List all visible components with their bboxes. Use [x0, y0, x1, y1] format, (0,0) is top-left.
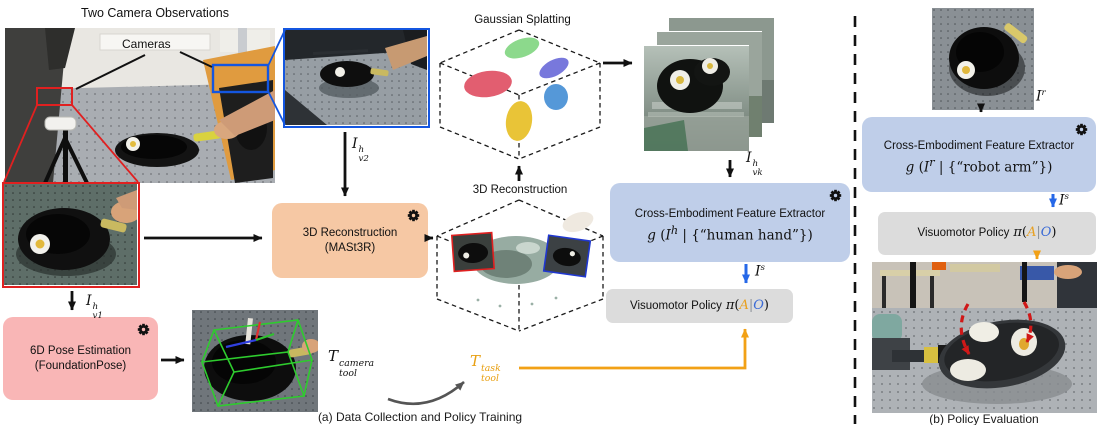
action-symbol: A: [739, 297, 749, 313]
recon-box-line2: (MASt3R): [324, 241, 376, 254]
pi-symbol: π: [725, 297, 735, 313]
i-v1-base: I: [86, 293, 92, 309]
gaussian-splatting-cube: [439, 29, 601, 160]
i-r-base: I: [1036, 88, 1042, 105]
i-vk-sub: vk: [752, 168, 763, 178]
pose-box-line1: 6D Pose Estimation: [30, 345, 131, 358]
caption-panel-b: (b) Policy Evaluation: [929, 412, 1039, 425]
transform-curved-arrow: [387, 381, 465, 406]
gear-icon: [829, 189, 842, 206]
formula-sup: h: [670, 223, 679, 237]
pi-symbol: π: [1013, 225, 1022, 241]
i-r-sup: r: [1041, 88, 1046, 98]
i-vk-sup: h: [752, 158, 759, 169]
visuomotor-policy-box-a: Visuomotor Policy π(A|O): [606, 289, 793, 323]
cameras-label: Cameras: [122, 37, 171, 51]
recon-cube-title: 3D Reconstruction: [472, 184, 568, 196]
two-camera-observations-title: Two Camera Observations: [81, 6, 229, 20]
pose-result-art: [192, 310, 318, 412]
feature-extractor-title-b: Cross-Embodiment Feature Extractor: [883, 140, 1075, 153]
formula-I: I: [665, 227, 671, 243]
policy-formula-a: π(A|O): [726, 298, 769, 314]
i-v2-sup: h: [358, 144, 365, 155]
camera2-view-image: [283, 28, 430, 128]
caption-panel-a: (a) Data Collection and Policy Training: [317, 410, 523, 424]
t-task-sub: tool: [481, 372, 499, 384]
feature-extractor-title-a: Cross-Embodiment Feature Extractor: [634, 208, 826, 221]
feature-extractor-box-a: Cross-Embodiment Feature Extractor g (Ih…: [610, 183, 850, 262]
reconstruction-cube-content: [450, 211, 594, 308]
policy-label-b: Visuomotor Policy: [917, 227, 1010, 240]
label-i-r: Ir: [1036, 88, 1046, 105]
t-camera-sub: tool: [339, 367, 357, 379]
label-i-s-a: Is: [755, 263, 765, 280]
pose-estimation-result-image: [192, 310, 318, 412]
formula-open: (: [655, 227, 666, 243]
t-task-base: T: [470, 352, 481, 370]
feature-extractor-formula-b: g (Ir | {“robot arm”}): [906, 156, 1053, 176]
i-s-b-base: I: [1059, 192, 1065, 209]
t-camera-sup: camera: [339, 358, 375, 370]
gaussian-ellipses: [464, 37, 569, 141]
visuomotor-policy-box-b: Visuomotor Policy π(A|O): [878, 212, 1096, 255]
robot-observation-art: [932, 8, 1034, 110]
gear-icon: [137, 323, 150, 340]
paren-open: (: [734, 297, 740, 313]
formula-g: g: [905, 159, 915, 175]
recon-box-line1: 3D Reconstruction: [302, 227, 398, 240]
gear-icon: [407, 209, 420, 226]
rendered-view-front: [643, 45, 749, 151]
observation-symbol: O: [753, 297, 764, 313]
feature-extractor-formula-a: g (Ih | {“human hand”}): [647, 224, 813, 244]
i-vk-base: I: [746, 150, 752, 166]
paren-open: (: [1021, 225, 1027, 241]
i-s-a-sup: s: [760, 263, 765, 273]
formula-rest: | {“robot arm”}): [934, 159, 1053, 175]
action-symbol: A: [1026, 225, 1037, 241]
scene-photo-art: [5, 28, 275, 183]
t-camera-base: T: [328, 347, 339, 365]
two-camera-scene-photo: [5, 28, 275, 183]
policy-evaluation-image: [872, 262, 1097, 413]
i-s-a-base: I: [755, 263, 761, 280]
policy-evaluation-art: [872, 262, 1097, 413]
formula-sup: r: [929, 155, 935, 169]
rendered-views-stack: [630, 18, 780, 160]
formula-open: (: [914, 159, 924, 175]
policy-label-a: Visuomotor Policy: [630, 299, 722, 312]
camera1-view-image: [2, 182, 140, 288]
i-v1-sub: v1: [92, 311, 103, 321]
robot-observation-image: [932, 8, 1034, 110]
policy-formula-b: π(A|O): [1013, 225, 1056, 241]
formula-I: I: [923, 159, 930, 175]
reconstruction-box: 3D Reconstruction (MASt3R): [272, 203, 428, 278]
pose-estimation-box: 6D Pose Estimation (FoundationPose): [3, 317, 158, 400]
i-v2-base: I: [352, 136, 358, 152]
rendered-front-art: [644, 46, 749, 151]
observation-symbol: O: [1040, 225, 1052, 241]
camera2-view-art: [285, 30, 427, 125]
label-i-s-b: Is: [1059, 192, 1069, 209]
feature-extractor-box-b: Cross-Embodiment Feature Extractor g (Ir…: [862, 117, 1096, 192]
t-task-sup: task: [481, 363, 501, 375]
formula-g: g: [647, 227, 656, 243]
camera1-view-art: [4, 184, 137, 285]
i-s-b-sup: s: [1064, 192, 1069, 202]
reconstruction-cube: [436, 199, 604, 332]
gear-icon: [1075, 123, 1088, 140]
paren-close: ): [1051, 225, 1057, 241]
cond-bar: |: [748, 297, 754, 313]
pose-box-line2: (FoundationPose): [34, 359, 127, 372]
formula-rest: | {“human hand”}): [678, 227, 813, 243]
paren-close: ): [763, 297, 769, 313]
cond-bar: |: [1036, 225, 1041, 241]
gaussian-splatting-title: Gaussian Splatting: [474, 14, 571, 26]
i-v2-sub: v2: [358, 154, 369, 164]
i-v1-sup: h: [92, 301, 99, 312]
